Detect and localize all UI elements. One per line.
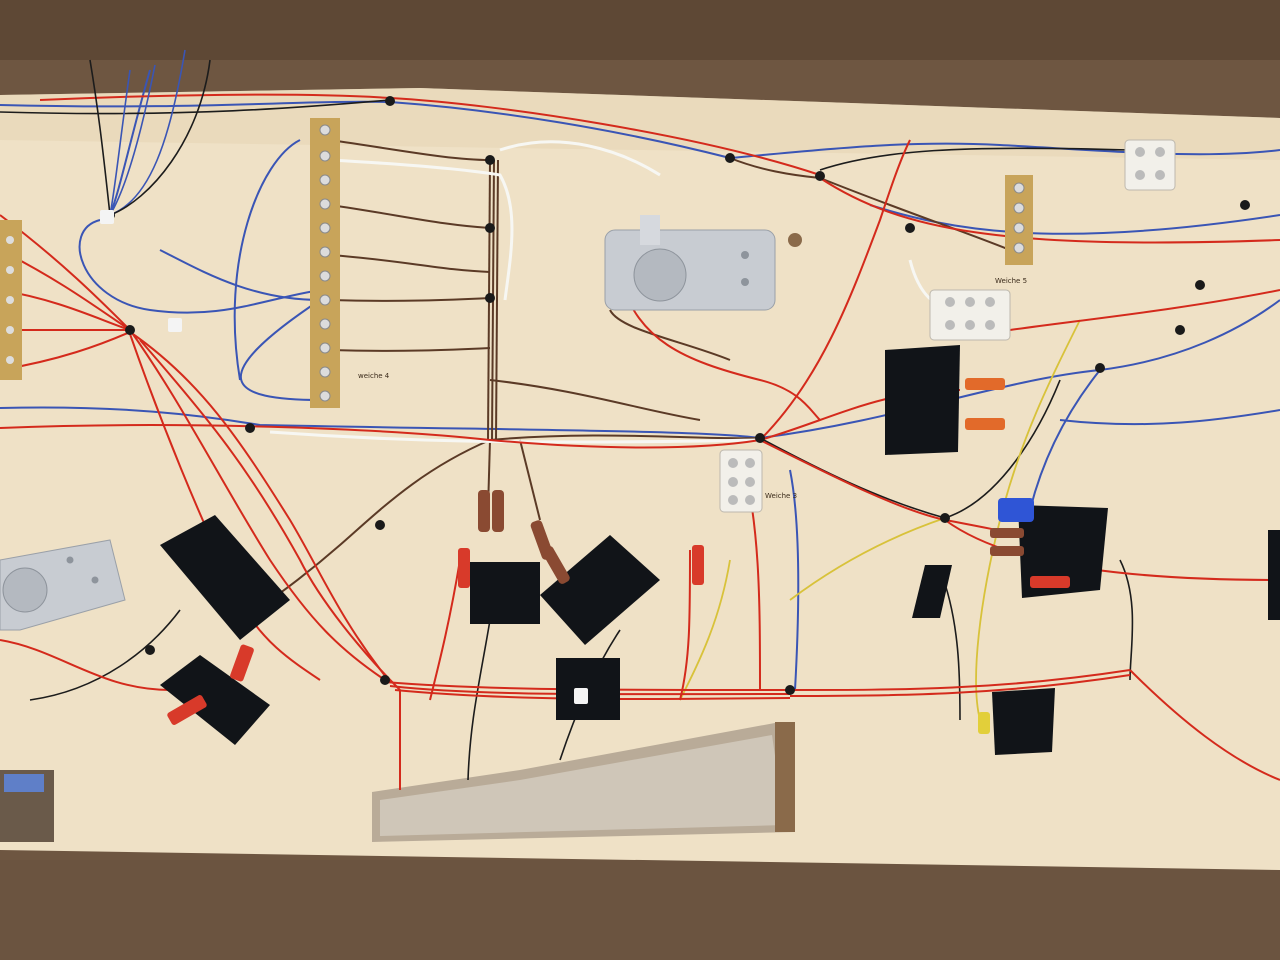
handwritten-label-3: Weiche 3 xyxy=(765,492,797,500)
point-motor-top xyxy=(604,215,776,311)
terminal-block-middle-right xyxy=(929,289,1011,341)
wires-red xyxy=(0,93,1280,790)
blue-connector xyxy=(998,498,1034,522)
frame-bottom-edge xyxy=(0,860,1280,960)
yellow-connector xyxy=(978,712,990,734)
point-motor-left xyxy=(0,539,126,631)
terminal-strip-centre: weiche 4 xyxy=(310,118,390,408)
wires-black xyxy=(0,99,1134,781)
terminal-strip-left xyxy=(0,220,22,380)
screw-head xyxy=(788,233,802,247)
loose-wire-ends xyxy=(89,49,211,216)
frame-top-edge xyxy=(0,0,1280,60)
terminal-strip-right: Weiche 5 xyxy=(995,175,1033,285)
orange-connectors xyxy=(965,378,1005,430)
handwritten-label-1: weiche 4 xyxy=(358,372,390,380)
insulating-tape xyxy=(160,345,1280,755)
cutout-wall xyxy=(775,722,795,832)
wires-blue xyxy=(0,69,1280,691)
red-plug-connectors xyxy=(167,545,1070,725)
blue-part-in-cutout xyxy=(4,774,44,792)
handwritten-label-2: Weiche 5 xyxy=(995,277,1027,285)
cutout-inner xyxy=(380,735,785,836)
brown-resistors xyxy=(478,490,1024,584)
terminal-block-centre: Weiche 3 xyxy=(719,449,797,513)
white-cable-clips xyxy=(100,210,588,704)
terminal-block-top-right xyxy=(1124,139,1176,191)
